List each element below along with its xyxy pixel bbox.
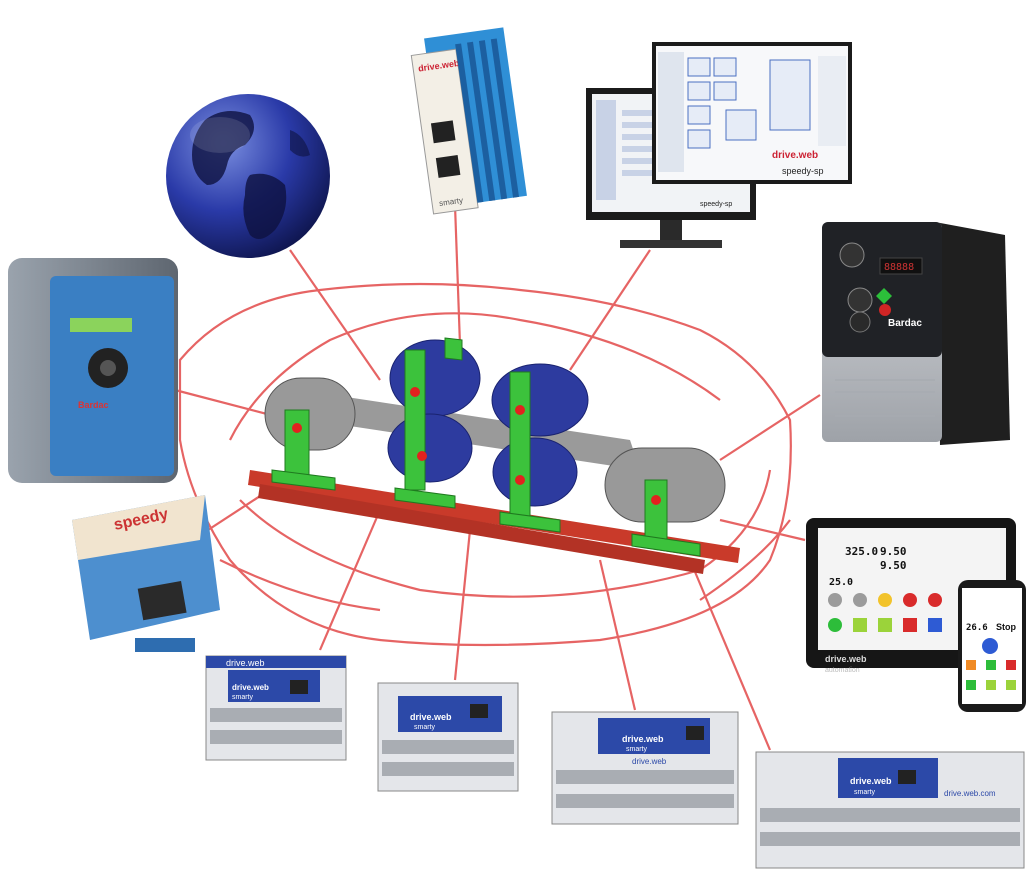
din-rail-module-top: drive.web smarty: [410, 27, 527, 215]
web-handling-machine: [248, 337, 740, 574]
svg-text:25.0: 25.0: [829, 577, 853, 588]
svg-text:speedy-sp: speedy-sp: [700, 201, 732, 208]
svg-text:drive.web: drive.web: [622, 734, 664, 744]
ethernet-port-icon: [430, 120, 456, 144]
monitor-brand: drive.web: [772, 150, 818, 161]
link-hmi: [719, 518, 806, 542]
blue-roller: [387, 413, 473, 483]
svg-text:drive.web: drive.web: [632, 757, 667, 766]
link-speedy-module: [453, 204, 462, 346]
svg-text:9.50: 9.50: [880, 559, 907, 572]
link-vfd: [719, 394, 821, 461]
smarty-module-1: drive.web drive.web smarty: [205, 655, 347, 761]
green-frames: [271, 337, 701, 557]
svg-text:88888: 88888: [884, 262, 914, 273]
ethernet-port-icon: [898, 770, 916, 784]
pc-monitors: speedy-sp drive.web speedy-sp: [586, 42, 852, 248]
link-large-module: [688, 559, 772, 751]
svg-text:Bardac: Bardac: [888, 318, 922, 329]
ethernet-port-icon: [435, 155, 461, 178]
gray-roller-left: [264, 377, 356, 451]
svg-text:smarty: smarty: [439, 196, 464, 208]
hmi-brand: drive.web: [825, 654, 867, 664]
smarty-module-large: drive.web smarty drive.web.com: [755, 751, 1025, 869]
svg-text:automation: automation: [825, 667, 860, 674]
svg-text:drive.web: drive.web: [226, 658, 265, 668]
svg-text:26.6: 26.6: [966, 623, 988, 633]
svg-text:smarty: smarty: [626, 746, 648, 753]
svg-text:drive.web: drive.web: [232, 683, 269, 692]
bardac-vfd: 88888 Bardac: [822, 222, 1010, 445]
svg-text:smarty: smarty: [854, 789, 876, 796]
blue-roller: [389, 339, 481, 417]
dc-drive-display: [70, 318, 132, 332]
phone-icon: 26.6 Stop: [958, 580, 1026, 712]
link-monitor: [569, 249, 651, 371]
svg-text:Bardac: Bardac: [78, 400, 109, 410]
vfd-run-button: [876, 288, 892, 304]
link-module-1: [318, 509, 382, 651]
vfd-knob: [839, 242, 865, 268]
svg-text:smarty: smarty: [232, 694, 254, 701]
smarty-module-2: drive.web smarty: [377, 682, 519, 792]
ethernet-port-icon: [470, 704, 488, 718]
smarty-module-3: drive.web smarty drive.web: [551, 711, 739, 825]
svg-text:drive.web.com: drive.web.com: [944, 789, 996, 798]
globe: [166, 94, 330, 258]
ethernet-port-icon: [290, 680, 308, 694]
link-module-3: [598, 559, 637, 711]
ethernet-port-icon: [137, 581, 187, 621]
link-ring: [178, 282, 792, 647]
speedy-dongle: speedy: [72, 495, 220, 652]
vfd-stop-button: [879, 304, 891, 316]
svg-text:drive.web: drive.web: [850, 776, 892, 786]
machine-base-rail: [248, 470, 740, 563]
vfd-display: [879, 257, 923, 275]
link-module-2: [453, 529, 472, 681]
svg-text:drive.web: drive.web: [410, 712, 452, 722]
blue-roller: [491, 363, 589, 437]
svg-text:325.0: 325.0: [845, 545, 878, 558]
ethernet-port-icon: [686, 726, 704, 740]
svg-text:smarty: smarty: [414, 724, 436, 731]
bearing-dots: [292, 387, 661, 505]
blue-roller: [492, 437, 578, 507]
link-globe: [289, 249, 381, 381]
bardac-dc-drive: Bardac: [8, 258, 178, 483]
svg-text:9.50: 9.50: [880, 545, 907, 558]
svg-text:speedy-sp: speedy-sp: [782, 166, 824, 176]
svg-text:Stop: Stop: [996, 622, 1016, 632]
